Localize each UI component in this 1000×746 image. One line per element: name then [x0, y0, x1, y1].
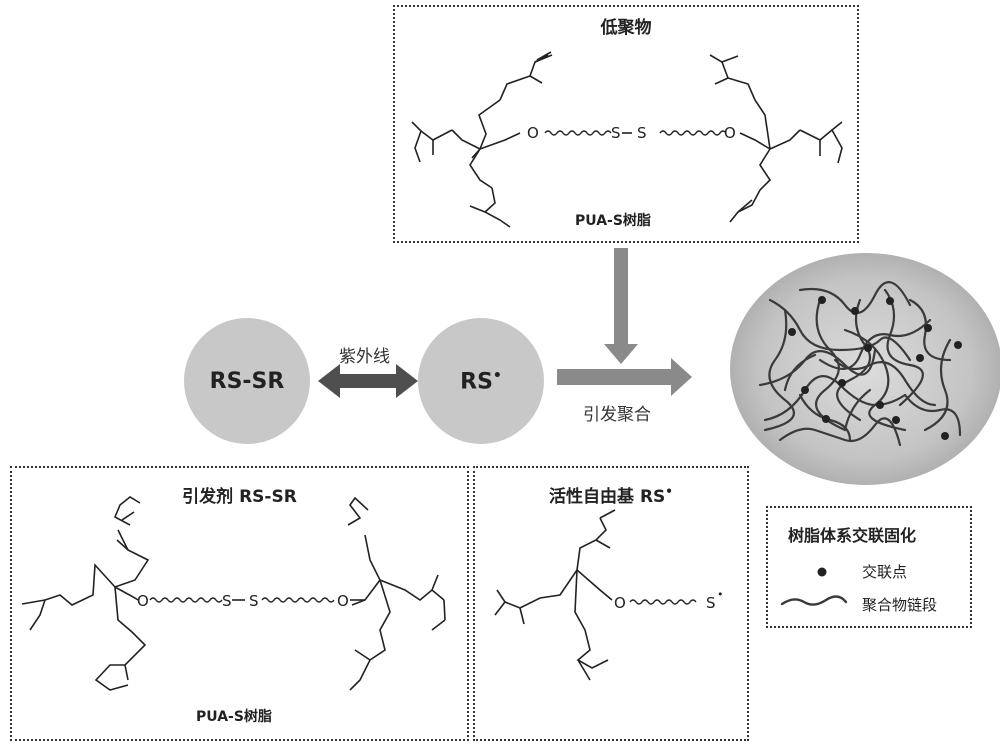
radical-box — [473, 466, 749, 741]
legend-title: 树脂体系交联固化 — [788, 526, 917, 545]
legend-box — [766, 506, 972, 628]
initiator-s-2: S — [249, 592, 259, 610]
rs-radical-circle: RS• — [418, 318, 544, 444]
radical-title-text: 活性自由基 RS — [549, 487, 666, 507]
legend-crosslink-dot — [817, 567, 827, 577]
radical-o: O — [614, 594, 626, 612]
oligomer-caption: PUA-S树脂 — [575, 213, 651, 229]
rs-sr-label: RS-SR — [209, 368, 285, 394]
initiator-title: 引发剂 RS-SR — [182, 487, 297, 507]
oligomer-title: 低聚物 — [600, 18, 652, 38]
initiator-s-1: S — [222, 592, 232, 610]
radical-s: S — [706, 594, 716, 612]
radical-dot: • — [492, 367, 502, 384]
oligomer-box — [393, 5, 859, 243]
radical-title-dot: • — [665, 484, 673, 499]
oligomer-s-1: S — [611, 124, 621, 142]
initiate-label: 引发聚合 — [583, 405, 651, 425]
oligomer-o-left: O — [527, 124, 539, 142]
initiator-o-right: O — [337, 592, 349, 610]
legend-chain-label: 聚合物链段 — [862, 596, 938, 614]
initiator-o-left: O — [137, 592, 149, 610]
initiator-box — [10, 466, 469, 741]
oligomer-o-right: O — [724, 124, 736, 142]
legend-crosslink-label: 交联点 — [862, 563, 908, 581]
uv-label: 紫外线 — [339, 347, 390, 367]
rs-sr-circle: RS-SR — [184, 318, 310, 444]
initiator-caption: PUA-S树脂 — [196, 709, 272, 725]
legend-chain-line — [780, 595, 848, 606]
radical-s-dot: • — [717, 588, 724, 601]
rs-label: RS — [460, 369, 493, 395]
oligomer-s-2: S — [637, 124, 647, 142]
radical-title: 活性自由基 RS• — [473, 482, 749, 507]
